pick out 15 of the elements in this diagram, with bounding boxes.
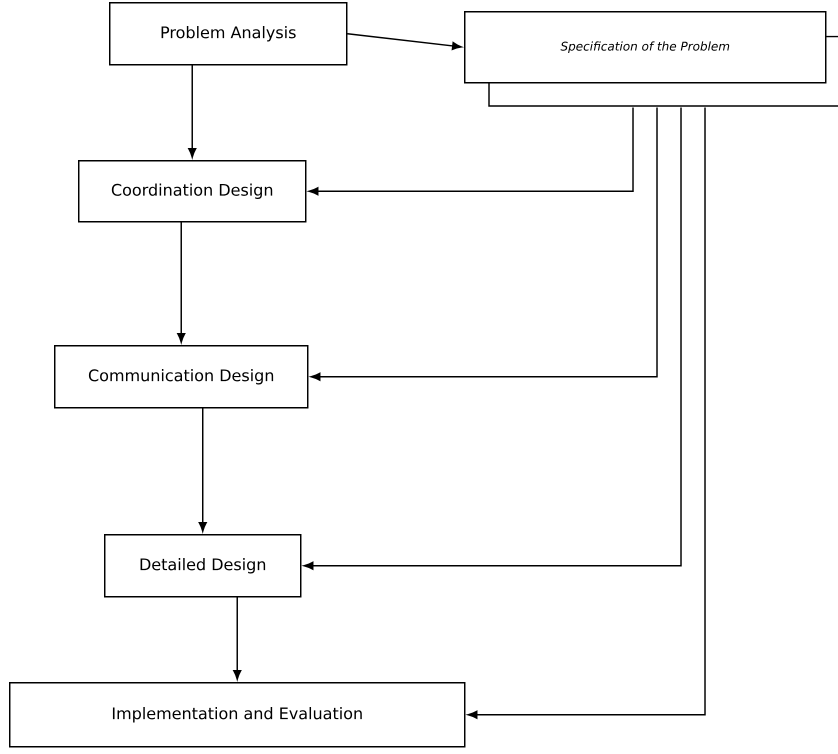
arrow <box>347 33 462 50</box>
process-box: Coordination Design <box>78 160 306 222</box>
arrow <box>468 107 706 719</box>
arrow <box>177 222 186 343</box>
arrow <box>304 107 682 570</box>
arrow <box>308 107 634 196</box>
process-box: Problem Analysis <box>109 2 348 66</box>
arrow <box>233 597 242 680</box>
arrow <box>310 107 658 381</box>
process-box: Implementation and Evaluation <box>9 682 466 748</box>
process-box: Detailed Design <box>104 534 302 598</box>
process-box: Communication Design <box>54 345 308 408</box>
document-box: Specification of the Problem <box>464 11 826 84</box>
arrow <box>198 408 207 532</box>
arrow <box>188 65 196 158</box>
